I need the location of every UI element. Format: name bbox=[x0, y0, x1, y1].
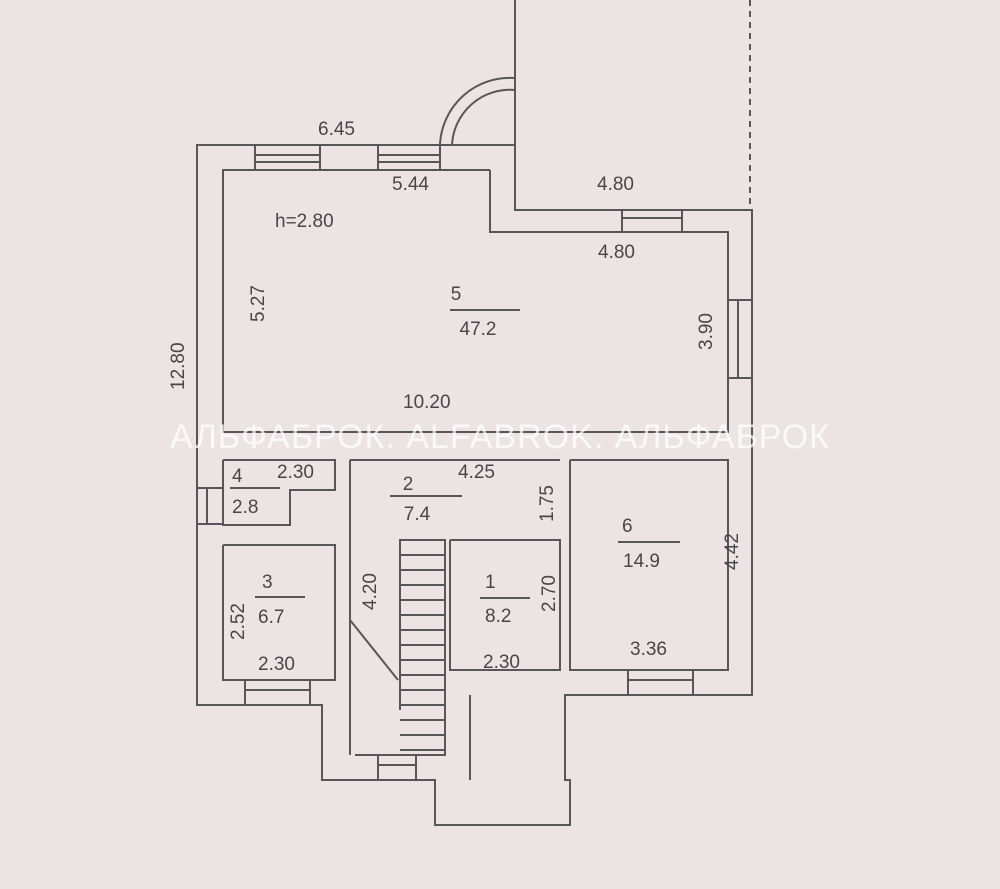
room-4-dim: 2.30 bbox=[277, 462, 314, 483]
room-5-number: 5 bbox=[451, 284, 462, 305]
room-6-number: 6 bbox=[622, 516, 633, 537]
room-4-area: 2.8 bbox=[232, 497, 258, 518]
room-3-number: 3 bbox=[262, 572, 273, 593]
room-2-dim: 4.20 bbox=[360, 573, 381, 610]
room-2-number: 2 bbox=[403, 474, 414, 495]
room-1-dim: 2.30 bbox=[483, 652, 520, 673]
room-5-dim: 4.80 bbox=[598, 242, 635, 263]
door-arc bbox=[439, 76, 516, 146]
outer-walls bbox=[196, 0, 753, 826]
room-4-number: 4 bbox=[232, 466, 243, 487]
room-6-dim: 3.36 bbox=[630, 639, 667, 660]
room-2-dim: 4.25 bbox=[458, 462, 495, 483]
room-3-dim: 2.52 bbox=[228, 603, 249, 640]
room-5-dim: 3.90 bbox=[696, 313, 717, 350]
dim-top-width: 6.45 bbox=[318, 119, 355, 140]
dim-terrace: 4.80 bbox=[597, 174, 634, 195]
room-1-number: 1 bbox=[485, 572, 496, 593]
ceiling-height: h=2.80 bbox=[275, 211, 334, 232]
room-2-dim: 1.75 bbox=[537, 485, 558, 522]
dim-overall-length: 12.80 bbox=[168, 342, 189, 390]
room-5-dim: 5.27 bbox=[248, 285, 269, 322]
room-1-dim: 2.70 bbox=[539, 575, 560, 612]
stairs bbox=[400, 554, 445, 751]
room-2-area: 7.4 bbox=[404, 504, 431, 525]
room-5-area: 47.2 bbox=[460, 319, 497, 340]
room-6-area: 14.9 bbox=[623, 551, 660, 572]
room-6-dim: 4.42 bbox=[722, 533, 743, 570]
room-5-dim: 5.44 bbox=[392, 174, 429, 195]
room-1-area: 8.2 bbox=[485, 606, 511, 627]
interior-walls bbox=[222, 459, 729, 780]
room-3-dim: 2.30 bbox=[258, 654, 295, 675]
room-3-area: 6.7 bbox=[258, 607, 284, 628]
room-5-dim: 10.20 bbox=[403, 392, 451, 413]
watermark: АЛЬФАБРОК. ALFABROK. АЛЬФАБРОК bbox=[170, 418, 830, 456]
